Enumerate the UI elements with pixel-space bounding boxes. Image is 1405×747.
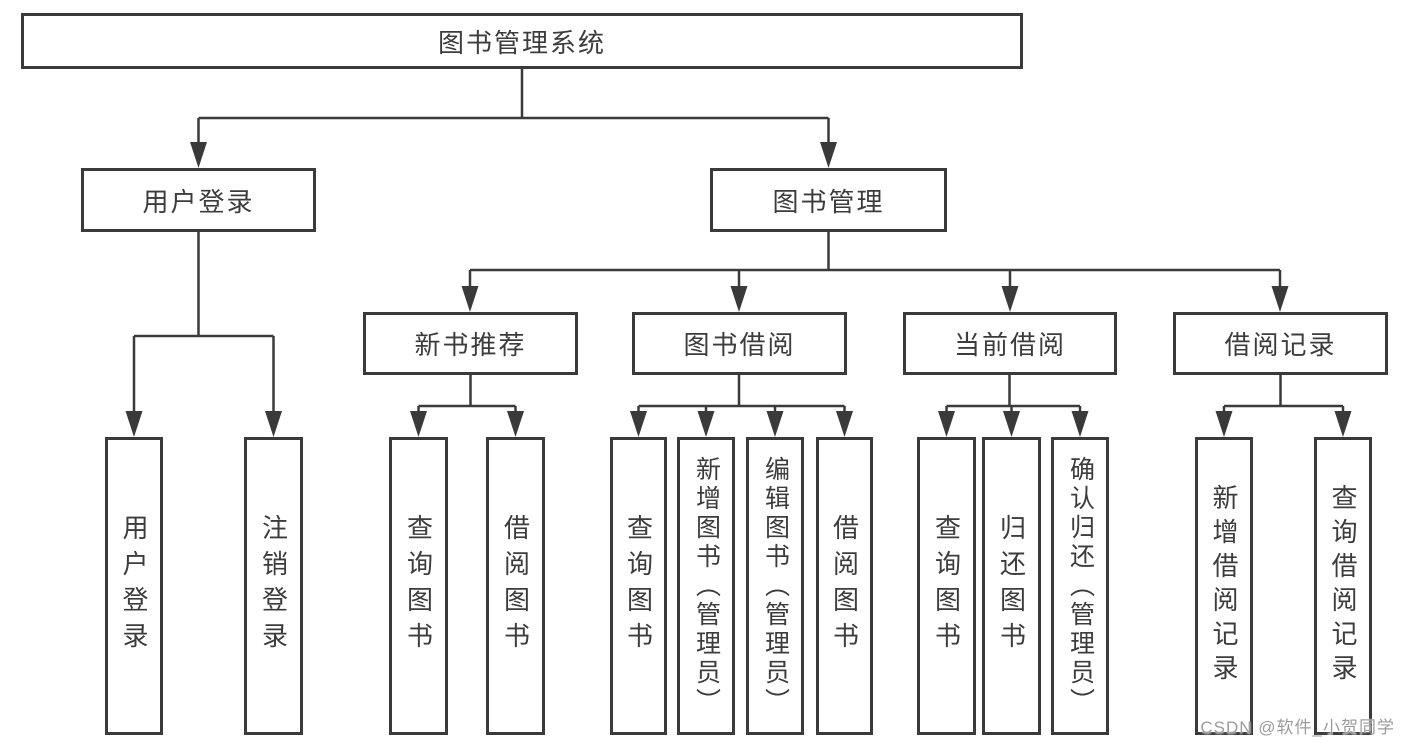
- leaf-logout: 注销登录: [244, 437, 303, 735]
- node-root-label: 图书管理系统: [437, 27, 606, 58]
- leaf-query-borrow-record-label: 查询借阅记录: [1328, 484, 1358, 688]
- node-book-borrowing: 图书借阅: [632, 312, 847, 375]
- node-new-book-recommend-label: 新书推荐: [414, 330, 527, 360]
- leaf-confirm-return-admin: 确认归还（管理员）: [1051, 437, 1109, 735]
- leaf-user-login: 用户登录: [105, 437, 163, 735]
- leaf-edit-books-admin: 编辑图书（管理员）: [746, 437, 804, 735]
- leaf-query-books-2-label: 查询图书: [623, 514, 654, 658]
- leaf-add-borrow-record: 新增借阅记录: [1195, 437, 1253, 735]
- leaf-add-borrow-record-label: 新增借阅记录: [1209, 484, 1239, 688]
- node-current-borrowing: 当前借阅: [903, 312, 1117, 375]
- leaf-borrow-books-1: 借阅图书: [486, 437, 545, 735]
- node-current-borrowing-label: 当前借阅: [953, 330, 1066, 360]
- leaf-query-books-3: 查询图书: [917, 437, 976, 735]
- leaf-user-login-label: 用户登录: [119, 514, 149, 658]
- leaf-return-books: 归还图书: [982, 437, 1041, 735]
- leaf-logout-label: 注销登录: [258, 514, 289, 658]
- leaf-borrow-books-2: 借阅图书: [816, 437, 873, 735]
- node-borrowing-records: 借阅记录: [1173, 312, 1388, 375]
- leaf-add-books-admin: 新增图书（管理员）: [677, 437, 735, 735]
- node-root: 图书管理系统: [21, 13, 1023, 69]
- leaf-add-books-admin-label: 新增图书（管理员）: [692, 455, 721, 717]
- node-user-login-label: 用户登录: [142, 186, 255, 217]
- node-new-book-recommend: 新书推荐: [363, 312, 578, 375]
- csdn-watermark: CSDN @软件_小贺同学: [1200, 718, 1395, 737]
- node-book-management: 图书管理: [710, 168, 947, 232]
- leaf-query-books-2: 查询图书: [610, 437, 667, 735]
- leaf-query-borrow-record: 查询借阅记录: [1314, 437, 1372, 735]
- leaf-query-books-1: 查询图书: [389, 437, 448, 735]
- node-book-management-label: 图书管理: [772, 186, 885, 217]
- leaf-edit-books-admin-label: 编辑图书（管理员）: [761, 455, 790, 717]
- leaf-query-books-3-label: 查询图书: [931, 514, 962, 658]
- leaf-borrow-books-1-label: 借阅图书: [500, 514, 531, 658]
- node-book-borrowing-label: 图书借阅: [683, 330, 796, 360]
- node-borrowing-records-label: 借阅记录: [1224, 330, 1337, 360]
- leaf-confirm-return-admin-label: 确认归还（管理员）: [1066, 455, 1095, 717]
- node-user-login: 用户登录: [81, 168, 316, 232]
- leaf-query-books-1-label: 查询图书: [403, 514, 434, 658]
- leaf-borrow-books-2-label: 借阅图书: [829, 514, 860, 658]
- leaf-return-books-label: 归还图书: [996, 514, 1027, 658]
